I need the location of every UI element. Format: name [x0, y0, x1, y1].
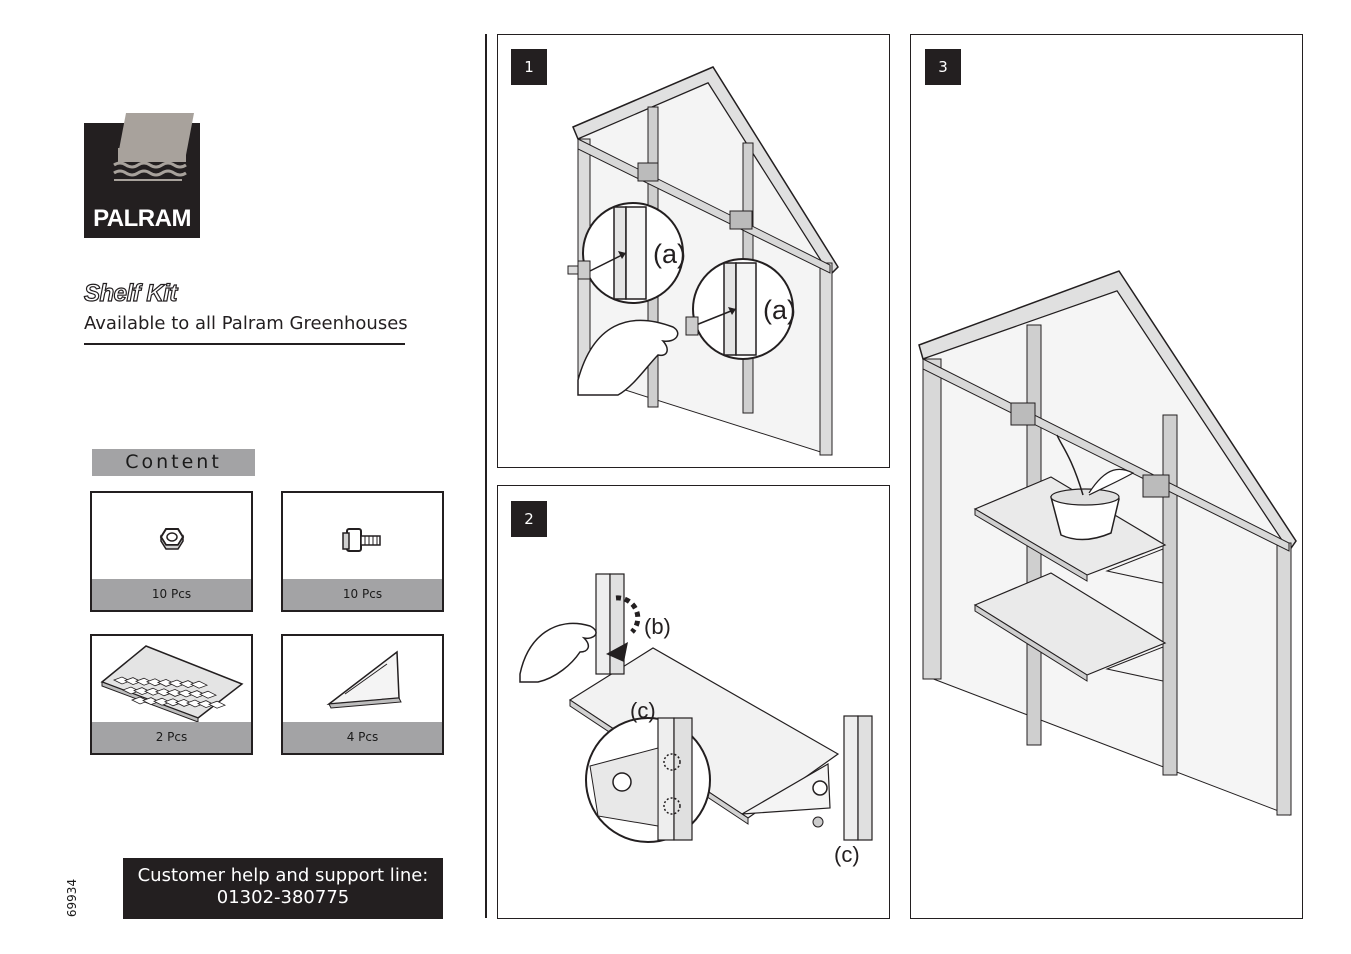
- title-divider: [84, 343, 405, 345]
- part-card-bolt: 10 Pcs: [281, 491, 444, 612]
- tray-cell: [208, 700, 226, 709]
- document-number-text: 69934: [65, 878, 79, 918]
- palram-logo: PALRAM: [84, 113, 200, 238]
- hex-nut-icon: [159, 528, 185, 550]
- step-1-callout-a: (a): [653, 239, 686, 269]
- step-2-callout-b: (b): [644, 614, 671, 639]
- support-label: Customer help and support line:: [137, 865, 429, 886]
- step-1-callout-a2: (a): [763, 295, 796, 325]
- logo-wordmark: PALRAM: [93, 205, 191, 232]
- part-quantity: 2 Pcs: [92, 722, 251, 753]
- step-2-panel: 2 (b) (c) (c): [497, 485, 890, 919]
- part-card-shelf: 2 Pcs: [90, 634, 253, 755]
- part-quantity: 10 Pcs: [283, 579, 442, 610]
- step-3-panel: 3: [910, 34, 1303, 919]
- part-quantity: 10 Pcs: [92, 579, 251, 610]
- product-title: Shelf Kit: [83, 279, 178, 307]
- part-quantity: 4 Pcs: [283, 722, 442, 753]
- logo-emblem-icon: [113, 113, 194, 181]
- tray-cell: [199, 690, 217, 699]
- triangle-bracket-icon: [326, 650, 402, 709]
- part-card-nut: 10 Pcs: [90, 491, 253, 612]
- support-phone: 01302-380775: [216, 887, 350, 908]
- step-1-panel: 1 (a) (a): [497, 34, 890, 468]
- product-subtitle: Available to all Palram Greenhouses: [84, 313, 408, 334]
- support-box: Customer help and support line: 01302-38…: [123, 858, 443, 919]
- step-2-callout-c: (c): [630, 698, 656, 723]
- part-card-bracket: 4 Pcs: [281, 634, 444, 755]
- shelf-tray-icon: [100, 645, 244, 722]
- document-number: 69934: [62, 878, 82, 918]
- step-1-badge: 1: [511, 49, 547, 85]
- step-1-illustration: (a) (a): [567, 66, 839, 456]
- step-2-illustration: (b) (c) (c): [519, 573, 873, 867]
- step-3-badge: 3: [925, 49, 961, 85]
- step-2-callout-c2: (c): [834, 842, 860, 867]
- step-2-badge: 2: [511, 501, 547, 537]
- step-3-illustration: [918, 270, 1297, 816]
- content-header: Content: [92, 449, 255, 476]
- square-bolt-icon: [342, 528, 381, 552]
- page-divider: [485, 34, 487, 918]
- tray-cell: [190, 680, 208, 689]
